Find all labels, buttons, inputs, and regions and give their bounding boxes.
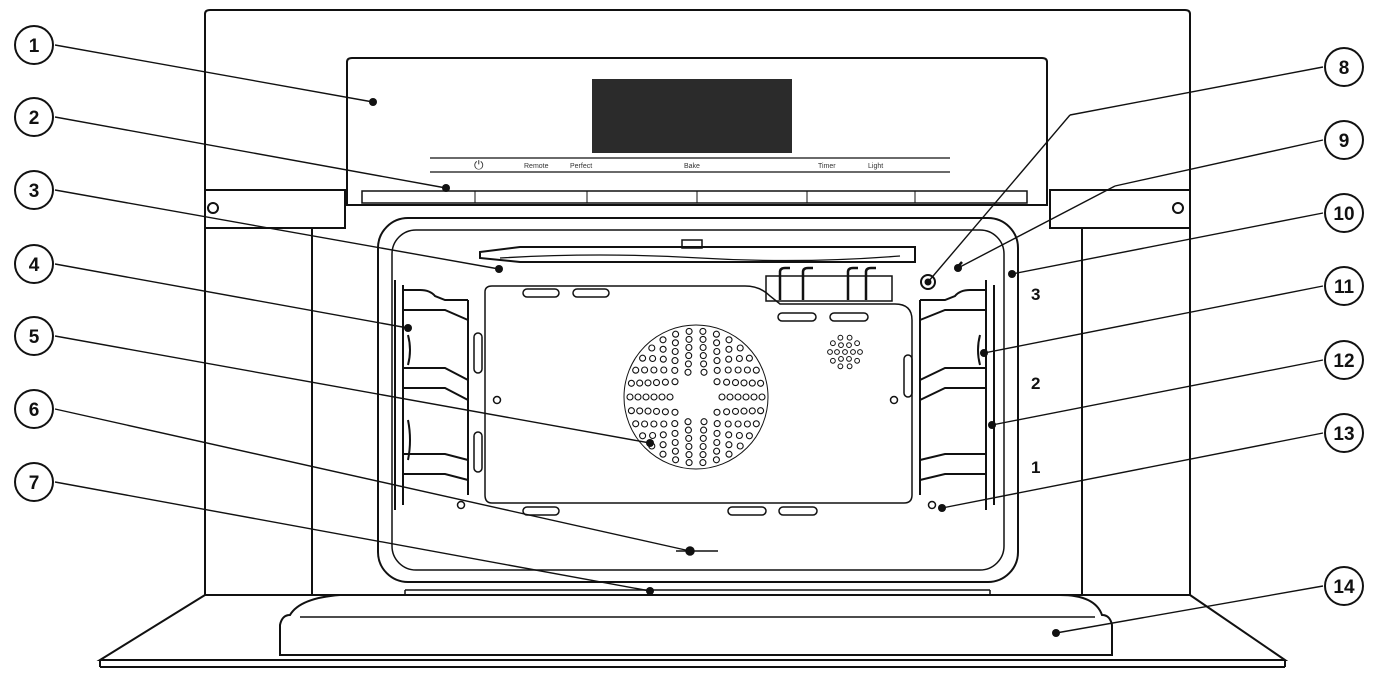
display-screen xyxy=(592,79,792,153)
rack-level-3: 3 xyxy=(1031,285,1040,304)
control-panel: ⏻ Remote Perfect Bake Timer Light xyxy=(346,57,1048,206)
svg-text:7: 7 xyxy=(29,473,40,494)
svg-text:1: 1 xyxy=(29,36,40,57)
convection-fan-grille xyxy=(623,324,863,470)
callout-11: 11 xyxy=(1324,266,1364,306)
power-icon: ⏻ xyxy=(474,158,484,172)
rack-level-1: 1 xyxy=(1031,458,1040,477)
oven-housing xyxy=(204,9,1191,595)
rack-level-2: 2 xyxy=(1031,374,1040,393)
panel-label-perfect: Perfect xyxy=(570,163,592,170)
callout-7: 7 xyxy=(14,462,54,502)
callout-1: 1 xyxy=(14,25,54,65)
callout-6: 6 xyxy=(14,389,54,429)
rack-level-labels: 3 2 1 xyxy=(1031,285,1040,477)
svg-text:3: 3 xyxy=(29,181,40,202)
svg-text:5: 5 xyxy=(29,327,40,348)
callout-2: 2 xyxy=(14,97,54,137)
callout-14: 14 xyxy=(1324,566,1364,606)
callout-8: 8 xyxy=(1324,47,1364,87)
callout-5: 5 xyxy=(14,316,54,356)
svg-text:14: 14 xyxy=(1333,577,1355,598)
panel-label-remote: Remote xyxy=(524,163,549,170)
callouts-left: 1 2 3 4 5 6 7 xyxy=(14,25,54,502)
callout-3: 3 xyxy=(14,170,54,210)
callouts-right: 8 9 10 11 12 13 14 xyxy=(1324,47,1364,606)
leader-dots xyxy=(369,98,1060,637)
svg-text:6: 6 xyxy=(29,400,40,421)
svg-text:4: 4 xyxy=(29,255,40,276)
left-rack-supports xyxy=(394,280,469,510)
svg-text:9: 9 xyxy=(1339,131,1350,152)
svg-text:2: 2 xyxy=(29,108,40,129)
panel-label-bake: Bake xyxy=(684,163,700,170)
panel-label-timer: Timer xyxy=(818,163,836,170)
oven-cavity xyxy=(377,217,1019,583)
oven-door xyxy=(96,589,1289,668)
callout-4: 4 xyxy=(14,244,54,284)
leader-lines xyxy=(54,44,1324,634)
panel-label-light: Light xyxy=(868,163,883,170)
svg-text:8: 8 xyxy=(1339,58,1350,79)
svg-text:10: 10 xyxy=(1333,204,1354,225)
callout-10: 10 xyxy=(1324,193,1364,233)
callout-9: 9 xyxy=(1324,120,1364,160)
right-rack-supports xyxy=(919,280,995,510)
svg-text:12: 12 xyxy=(1333,351,1354,372)
callout-13: 13 xyxy=(1324,413,1364,453)
callout-12: 12 xyxy=(1324,340,1364,380)
svg-text:11: 11 xyxy=(1334,277,1355,298)
svg-text:13: 13 xyxy=(1333,424,1354,445)
